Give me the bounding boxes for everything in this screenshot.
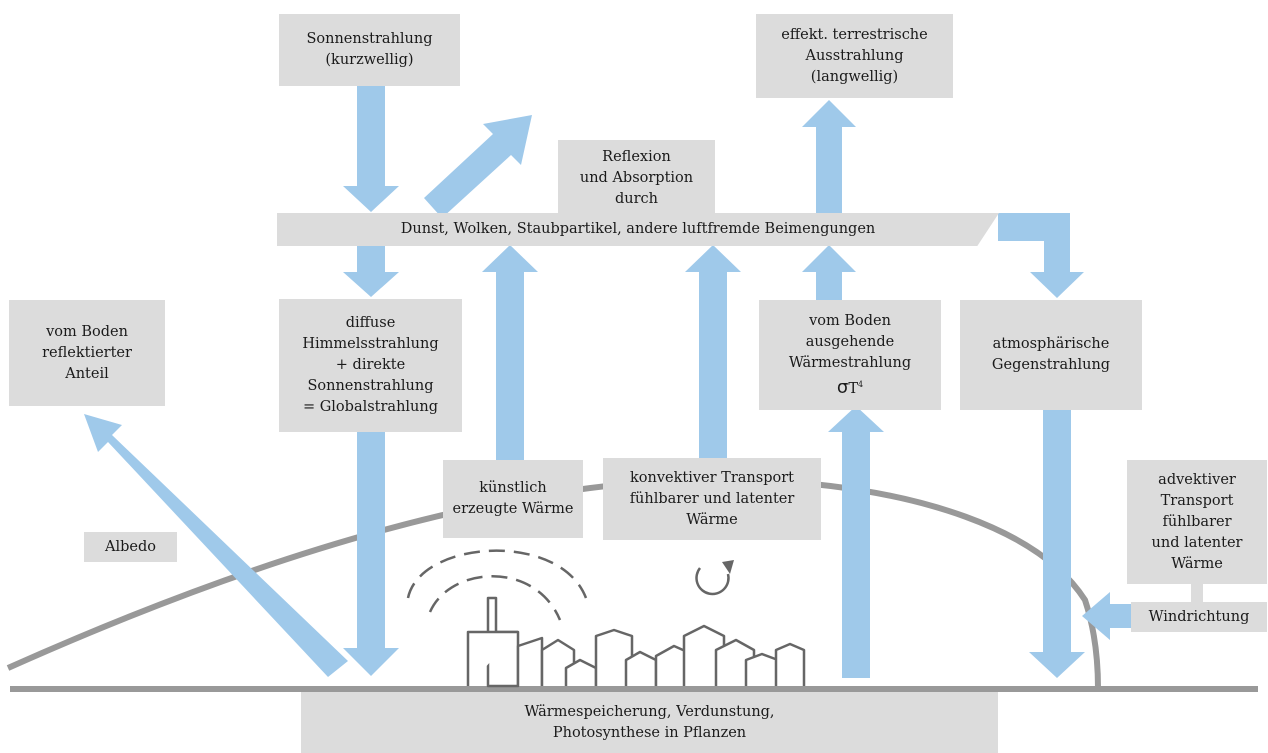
- convective-transport-box: konvektiver Transport fühlbarer und late…: [603, 458, 821, 540]
- heat-dome-dashes-icon: [406, 549, 588, 621]
- arrow-counter-down: [1029, 406, 1085, 678]
- advective-transport-box: advektiver Transport fühlbarer und laten…: [1127, 460, 1267, 584]
- albedo-label: Albedo: [84, 532, 177, 562]
- arrow-terrestrial-out: [802, 100, 856, 215]
- arrow-convective-up: [685, 245, 741, 460]
- ground-emitted-box: vom Boden ausgehende Wärmestrahlung σT4: [759, 300, 941, 410]
- stefan-boltzmann-term: σT4: [836, 376, 864, 398]
- arrow-haze-to-counter: [998, 213, 1084, 298]
- arrow-ground-emitted-up: [828, 406, 884, 678]
- reflection-box: Reflexion und Absorption durch: [558, 140, 715, 216]
- convection-circle-icon: [695, 560, 734, 596]
- arrow-wind: [1082, 592, 1138, 640]
- arrow-artificial-up: [482, 245, 538, 462]
- arrow-albedo: [84, 414, 348, 677]
- arrow-to-global: [343, 246, 399, 297]
- city-skyline-icon: [466, 596, 806, 688]
- solar-radiation-box: Sonnenstrahlung (kurzwellig): [279, 14, 460, 86]
- arrow-emitted-to-haze: [802, 245, 856, 300]
- terrestrial-radiation-box: effekt. terrestrische Ausstrahlung (lang…: [756, 14, 953, 98]
- haze-band: Dunst, Wolken, Staubpartikel, andere luf…: [277, 213, 999, 246]
- advective-connector: [1191, 584, 1203, 602]
- arrow-reflected-out: [424, 115, 532, 218]
- global-radiation-box: diffuse Himmelsstrahlung + direkte Sonne…: [279, 299, 462, 432]
- counter-radiation-box: atmosphärische Gegenstrahlung: [960, 300, 1142, 410]
- wind-direction-label: Windrichtung: [1131, 602, 1267, 632]
- storage-box: Wärmespeicherung, Verdunstung, Photosynt…: [301, 692, 998, 753]
- artificial-heat-box: künstlich erzeugte Wärme: [443, 460, 583, 538]
- arrow-global-to-ground: [343, 432, 399, 676]
- arrow-solar-down: [343, 86, 399, 212]
- ground-reflected-box: vom Boden reflektierter Anteil: [9, 300, 165, 406]
